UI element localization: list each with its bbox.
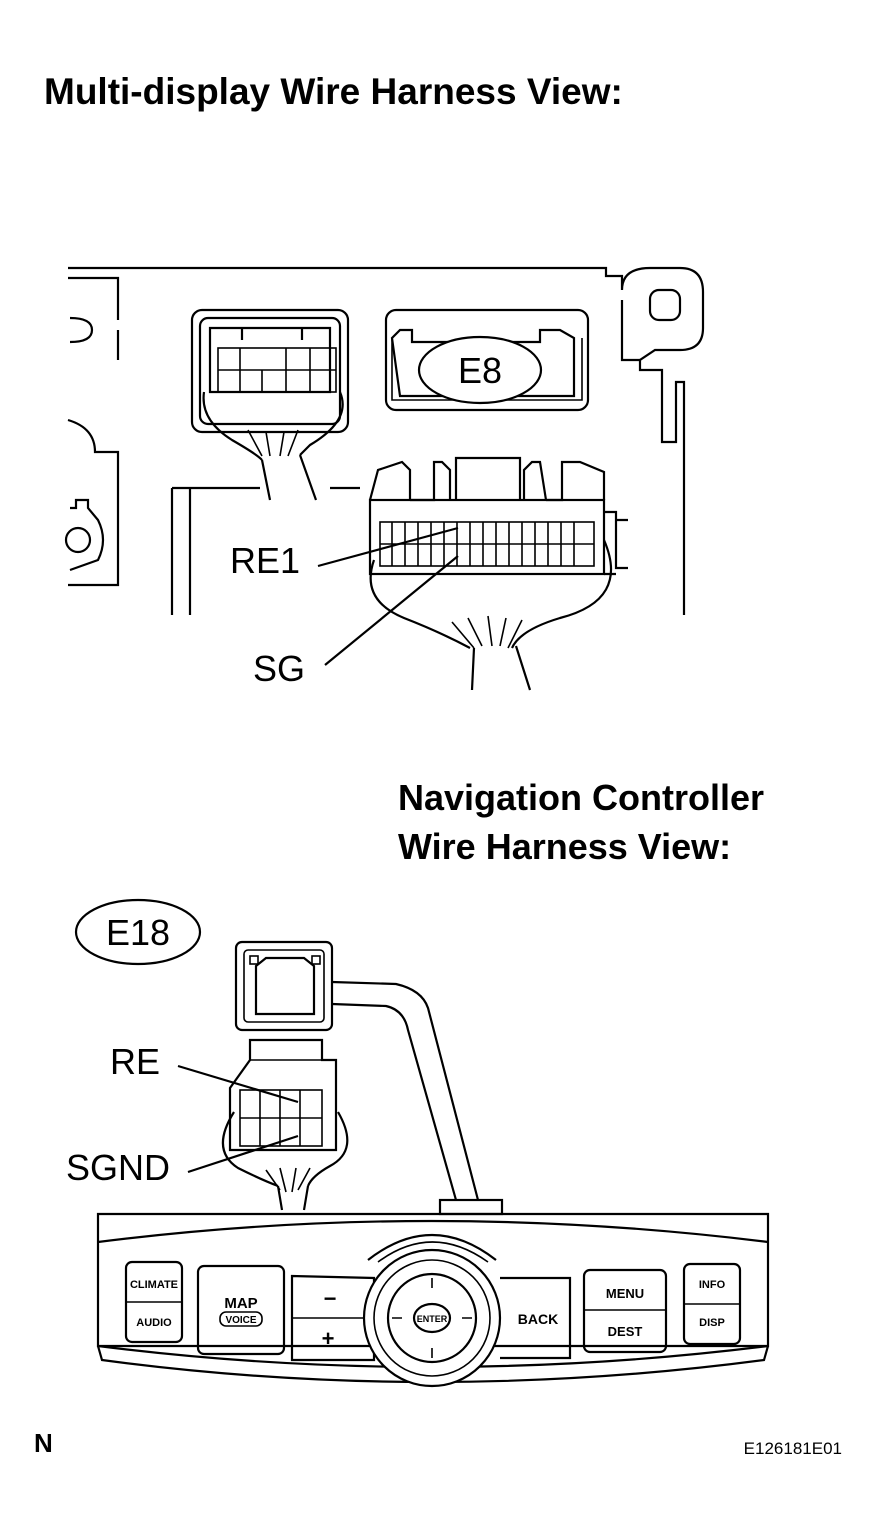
- e18-label: E18: [106, 912, 170, 953]
- nav-controller-title-line1: Navigation Controller: [398, 777, 764, 818]
- mounting-hole-icon: [69, 316, 94, 344]
- sg-terminal-label: SG: [253, 648, 305, 689]
- re1-terminal-label: RE1: [230, 540, 300, 581]
- figure-id: E126181E01: [744, 1439, 842, 1458]
- re-terminal-label: RE: [110, 1041, 160, 1082]
- orientation-label: N: [34, 1428, 53, 1458]
- menu-button-label: MENU: [606, 1286, 644, 1301]
- re1-leader-line: [317, 526, 459, 568]
- sgnd-leader-line: [187, 1134, 299, 1174]
- menu-dest-button: [582, 1268, 668, 1354]
- back-button-label: BACK: [518, 1311, 558, 1327]
- knob-arc: [367, 1234, 497, 1261]
- multi-display-title: Multi-display Wire Harness View:: [44, 71, 623, 112]
- voice-button-label: VOICE: [225, 1315, 256, 1326]
- dest-button-label: DEST: [608, 1324, 643, 1339]
- e18-label-oval: [74, 898, 202, 966]
- map-voice-button: [196, 1264, 286, 1356]
- nav-controller-title-line2: Wire Harness View:: [398, 826, 731, 867]
- e8-connector: E8: [384, 308, 590, 412]
- disp-button-label: DISP: [699, 1317, 725, 1329]
- mounting-hole-icon: [64, 526, 92, 554]
- multi-display-body: [64, 266, 705, 615]
- enter-button: [412, 1302, 452, 1334]
- enter-button-label: ENTER: [417, 1314, 448, 1324]
- multi-display-aux-connector: [190, 308, 350, 501]
- mounting-hole-icon: [648, 288, 682, 322]
- back-button: [500, 1276, 572, 1360]
- e18-label-group: E18: [74, 898, 202, 966]
- e8-label-oval: [417, 335, 543, 405]
- audio-button-label: AUDIO: [136, 1317, 172, 1329]
- sg-leader-line: [324, 555, 459, 666]
- navigation-controller-panel: CLIMATE AUDIO MAP VOICE − + ENTER BACK M…: [96, 1212, 770, 1388]
- climate-button-label: CLIMATE: [130, 1279, 178, 1291]
- plus-button-label: +: [322, 1326, 335, 1351]
- map-button-label: MAP: [224, 1295, 257, 1312]
- sgnd-terminal-label: SGND: [66, 1147, 170, 1188]
- nav-controller-harness: [221, 940, 504, 1216]
- e8-label: E8: [458, 350, 502, 391]
- re-leader-line: [177, 1064, 299, 1104]
- zoom-buttons: [290, 1274, 376, 1362]
- info-button-label: INFO: [699, 1279, 726, 1291]
- minus-button-label: −: [324, 1286, 337, 1311]
- multi-display-main-connector: [368, 456, 628, 691]
